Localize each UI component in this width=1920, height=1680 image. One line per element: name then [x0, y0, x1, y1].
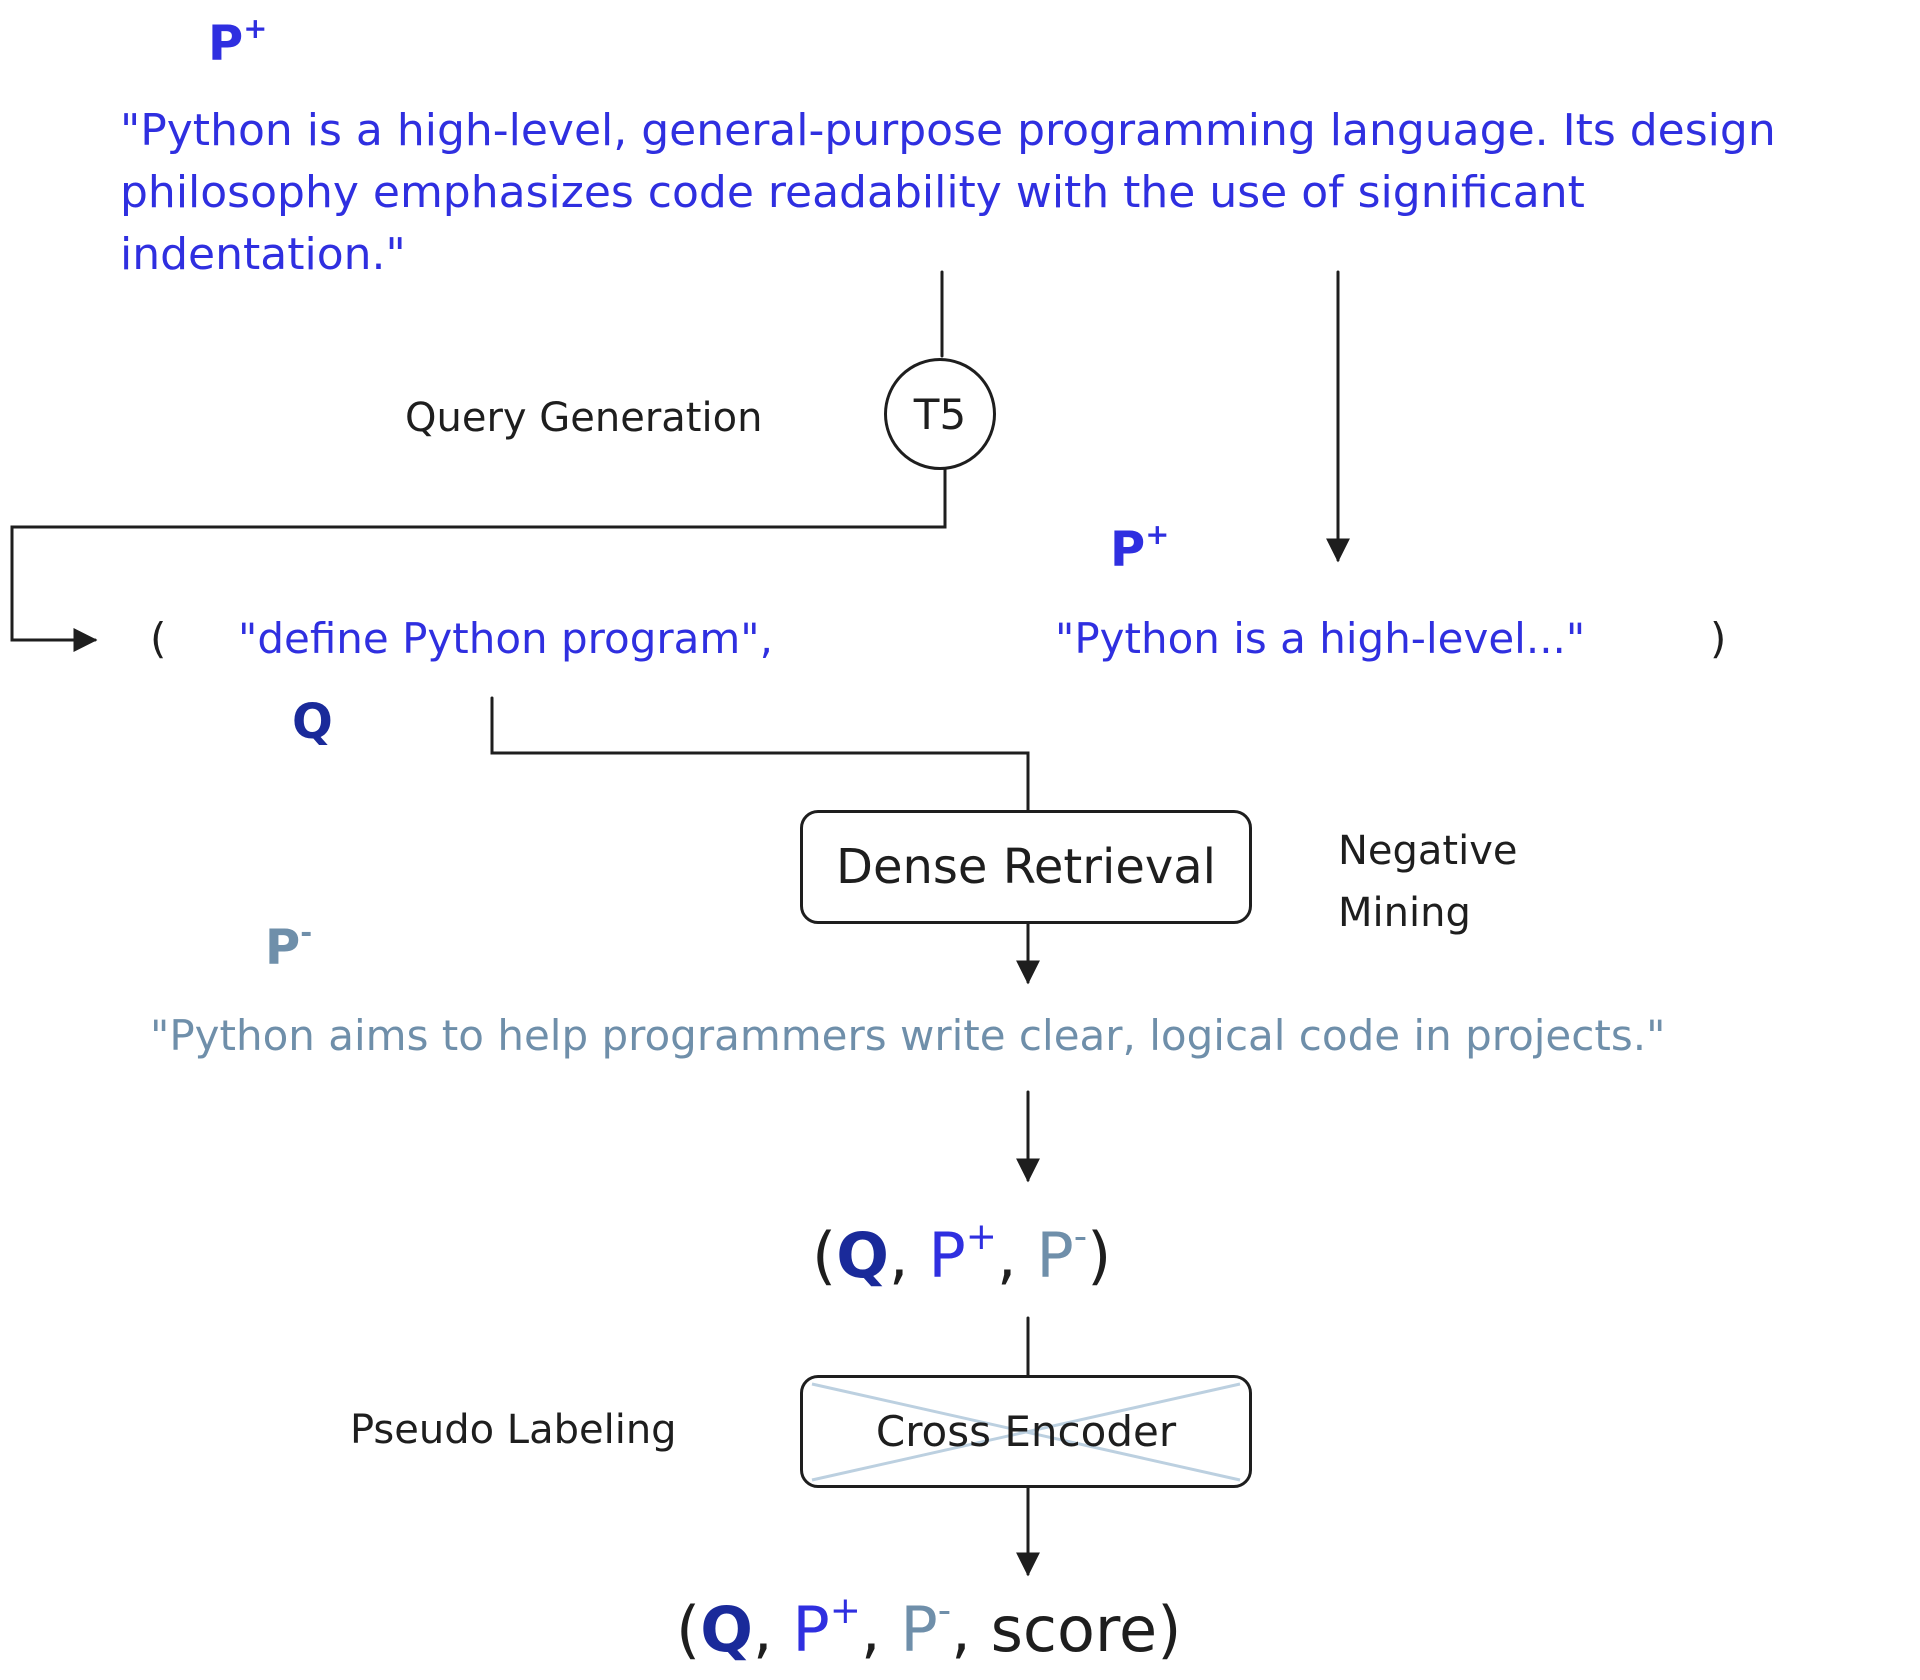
- triplet: (Q, P+, P-): [812, 1214, 1112, 1292]
- negative-p-minus-symbol: P-: [265, 915, 313, 976]
- cross-encoder-box: Cross Encoder: [800, 1375, 1252, 1488]
- pair-p-plus-symbol: P+: [1110, 517, 1170, 578]
- cross-encoder-label: Cross Encoder: [875, 1407, 1177, 1456]
- negative-mining-label: Negative Mining: [1338, 828, 1518, 936]
- pseudo-labeling-label: Pseudo Labeling: [350, 1407, 677, 1453]
- query-generation-label: Query Generation: [405, 395, 763, 441]
- cross-encoder-hatch: [811, 1382, 1241, 1482]
- pair-open-paren: (: [150, 614, 167, 663]
- positive-passage-short: "Python is a high-level...": [1055, 614, 1586, 663]
- generated-query-text: "define Python program",: [238, 614, 773, 663]
- connector-t5-to-pair: [10, 468, 947, 652]
- query-symbol: Q: [292, 694, 333, 750]
- t5-model-node: T5: [884, 358, 996, 470]
- t5-label: T5: [913, 389, 967, 439]
- positive-passage-full: "Python is a high-level, general-purpose…: [120, 105, 1776, 280]
- score-label: score: [990, 1592, 1158, 1666]
- negative-passage: "Python aims to help programmers write c…: [150, 1011, 1666, 1060]
- pair-close-paren: ): [1710, 614, 1727, 663]
- connector-query-to-dense-retrieval: [490, 696, 1030, 812]
- dense-retrieval-box: Dense Retrieval: [800, 810, 1252, 924]
- top-p-plus-symbol: P+: [208, 11, 268, 72]
- dense-retrieval-label: Dense Retrieval: [835, 839, 1216, 895]
- final-tuple: (Q, P+, P-, score): [676, 1588, 1182, 1666]
